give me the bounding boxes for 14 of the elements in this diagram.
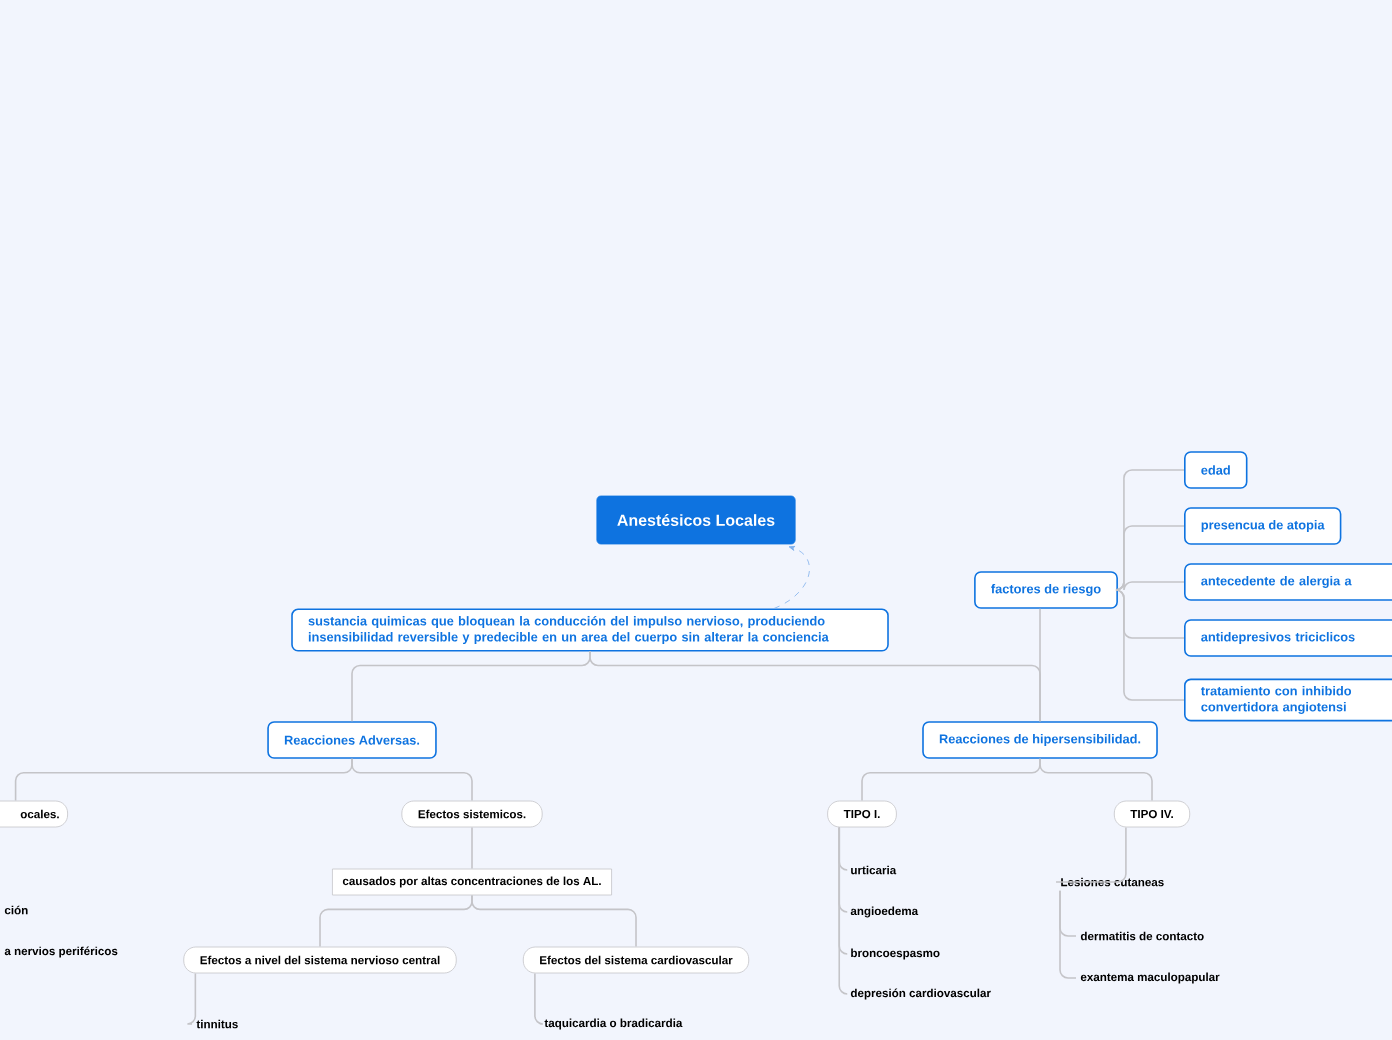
- title-box: Anestésicos Locales: [596, 495, 796, 545]
- connector: [186, 972, 197, 1025]
- connector: [471, 894, 637, 948]
- connector: [1059, 889, 1077, 979]
- connector: [1115, 589, 1185, 701]
- connector: [773, 546, 810, 609]
- connector: [534, 972, 544, 1025]
- connector: [351, 758, 473, 802]
- connector: [1039, 608, 1041, 722]
- connector: [838, 826, 849, 995]
- connector: [1055, 826, 1127, 883]
- connector: [1115, 581, 1185, 591]
- connector: [1039, 758, 1153, 802]
- connector: [471, 826, 473, 870]
